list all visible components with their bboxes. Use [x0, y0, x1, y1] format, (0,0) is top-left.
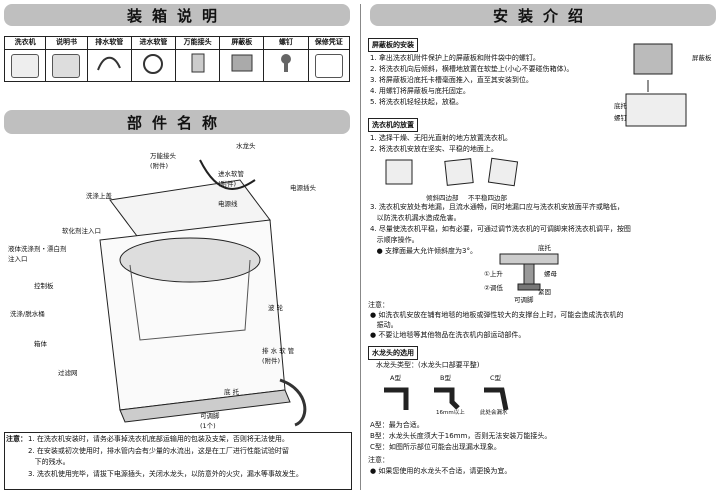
adjust-label-up: ①上升	[484, 270, 503, 278]
faucet-c-note: 此处会漏水	[480, 410, 508, 416]
faucet-type-c-label: C型	[490, 374, 502, 382]
packing-item-label: 排水软管	[86, 36, 132, 50]
label-adjust-foot: 可调脚 (1个)	[200, 412, 220, 430]
shield-install-diagram	[625, 43, 687, 127]
label-softener: 软化剂注入口	[62, 227, 101, 235]
universal-connector-icon	[191, 53, 205, 73]
notes-label: 注意：	[6, 435, 27, 443]
notice-line: ● 如洗衣机安放在铺有地毯的地板或弹性较大的支撑台上时，可能会造成洗衣机的	[370, 311, 624, 319]
placement-step: 4. 尽量使洗衣机平稳，如有必要，可通过调节洗衣机的可调脚来将洗衣机调平，按图	[370, 225, 631, 233]
tilt-bad-label: 不平稳四边部	[468, 194, 507, 202]
faucet-line: B型：水龙头长度须大于16mm，否则无法安装万能接头。	[370, 432, 552, 440]
label-pulsator: 波 轮	[268, 304, 284, 312]
shield-plate-icon	[231, 54, 253, 72]
adjust-foot-diagram	[499, 253, 559, 291]
shield-step: 5. 将洗衣机轻轻扶起，放稳。	[370, 98, 463, 106]
diagram-label-base: 底托	[614, 102, 627, 110]
placement-step: ● 支撑面最大允许倾斜度为3°。	[370, 247, 477, 255]
adjust-label-tight: 紧固	[538, 288, 551, 296]
install-title: 安装介绍	[370, 4, 716, 26]
adjust-label-foot: 可调脚	[514, 296, 534, 304]
note-line: 2. 在安装或初次使用时，排水管内会有少量的水流出，这是在工厂进行性能试验时留	[28, 447, 289, 455]
label-inlet-hose: 进水软管 (附件)	[218, 170, 244, 188]
faucet-a-icon	[384, 387, 409, 410]
notice-line: 振动。	[370, 321, 398, 329]
packing-item-label: 进水软管	[130, 36, 177, 50]
label-power-cord: 电源线	[218, 200, 238, 208]
packing-item-label: 螺钉	[263, 36, 309, 50]
packing-title: 装箱说明	[4, 4, 350, 26]
note-line: 3. 洗衣机使用完毕，请拔下电源插头，关闭水龙头，以防意外的火灾，漏水等事故发生…	[28, 470, 303, 478]
notes-box	[4, 432, 352, 490]
screw-icon	[281, 54, 291, 72]
placement-section-heading: 洗衣机的放置	[368, 118, 418, 132]
adjust-label-down: ②调低	[484, 284, 503, 292]
label-base: 底 托	[224, 388, 240, 396]
placement-step: 2. 将洗衣机安放在坚实、平稳的地面上。	[370, 145, 498, 153]
parts-title: 部件名称	[4, 110, 350, 134]
faucet-line: A型：最为合适。	[370, 421, 424, 429]
packing-item-label: 说明书	[45, 36, 88, 50]
shield-section-heading: 屏蔽板的安装	[368, 38, 418, 52]
packing-item-label: 洗衣机	[3, 36, 47, 50]
faucet-section-heading: 水龙头的选用	[368, 346, 418, 360]
faucet-notice: ● 如果您使用的水龙头不合适，请更换为宜。	[370, 467, 512, 475]
tilt-ok-label: 倾斜四边部	[426, 194, 459, 202]
diagram-label-plate: 屏蔽板	[692, 54, 712, 62]
packing-item-label: 屏蔽板	[219, 36, 265, 50]
label-connector: 万能接头 (附件)	[150, 152, 176, 170]
label-cabinet: 箱体	[34, 340, 47, 348]
tilt-diagram	[385, 157, 519, 187]
shield-step: 1. 拿出洗衣机附件保护上的屏蔽板和附件袋中的螺钉。	[370, 54, 540, 62]
label-plug: 电源插头	[290, 184, 316, 192]
washing-machine-icon	[11, 54, 40, 78]
drain-hose-icon	[97, 56, 122, 71]
packing-item-label: 保修凭证	[307, 36, 351, 50]
column-divider	[360, 4, 361, 490]
shield-step: 2. 将洗衣机向后倾斜，横槽地放置在软垫上(小心不要碰伤箱体)。	[370, 65, 574, 73]
packing-item-label: 万能接头	[175, 36, 221, 50]
note-line: 下的残水。	[28, 458, 70, 466]
label-detergent: 液体洗涤剂・漂白剂 注入口	[8, 245, 67, 263]
faucet-notice-label: 注意：	[368, 456, 389, 464]
note-line: 1. 在洗衣机安装时，请务必事掉洗衣机底部运输用的包装及支架，否则将无法使用。	[28, 435, 289, 443]
shield-step: 3. 将屏蔽板沿底托卡槽毫面推入，直至其安装到位。	[370, 76, 533, 84]
label-filter: 过滤网	[58, 369, 78, 377]
faucet-b-note: 16mm以上	[436, 410, 465, 416]
notice-label: 注意：	[368, 301, 389, 309]
faucet-b-icon	[434, 387, 460, 410]
faucet-type-b-label: B型	[440, 374, 451, 382]
faucet-c-icon	[484, 387, 509, 411]
placement-step: 以防洗衣机漏水造成危害。	[370, 214, 461, 222]
notice-line: ● 不要让地毯等其他物品在洗衣机内部运动部件。	[370, 331, 526, 339]
adjust-label-base: 底托	[538, 244, 551, 252]
label-faucet: 水龙头	[236, 142, 256, 150]
faucet-types-line: 水龙头类型：(水龙头口部要平整)	[376, 361, 480, 369]
label-tub: 洗涤/脱水桶	[10, 310, 45, 318]
placement-step: 示顺序操作。	[370, 236, 419, 244]
placement-step: 1. 选择干燥、无阳光直射的地方放置洗衣机。	[370, 134, 512, 142]
label-control: 控制板	[34, 282, 54, 290]
packing-table: 洗衣机 说明书 排水软管 进水软管 万能接头 屏蔽板 螺钉 保修凭证	[3, 36, 351, 82]
inlet-hose-icon	[143, 54, 164, 74]
warranty-card-icon	[314, 54, 343, 78]
faucet-type-a-label: A型	[390, 374, 401, 382]
diagram-label-screw: 螺钉	[614, 114, 627, 122]
faucet-line: C型：如图所示部位可能会出现漏水现象。	[370, 443, 501, 451]
washing-machine-diagram	[99, 159, 307, 427]
adjust-label-nut: 螺母	[544, 270, 557, 278]
label-drain-hose: 排 水 软 管 (附件)	[262, 347, 295, 365]
shield-step: 4. 用螺钉将屏蔽板与底托固定。	[370, 87, 470, 95]
placement-step: 3. 洗衣机安放处有地漏，且流水通畅，同时地漏口应与洗衣机安放面平齐或略低，	[370, 203, 624, 211]
label-lid: 洗涤上盖	[86, 192, 112, 200]
manual-icon	[52, 54, 81, 78]
